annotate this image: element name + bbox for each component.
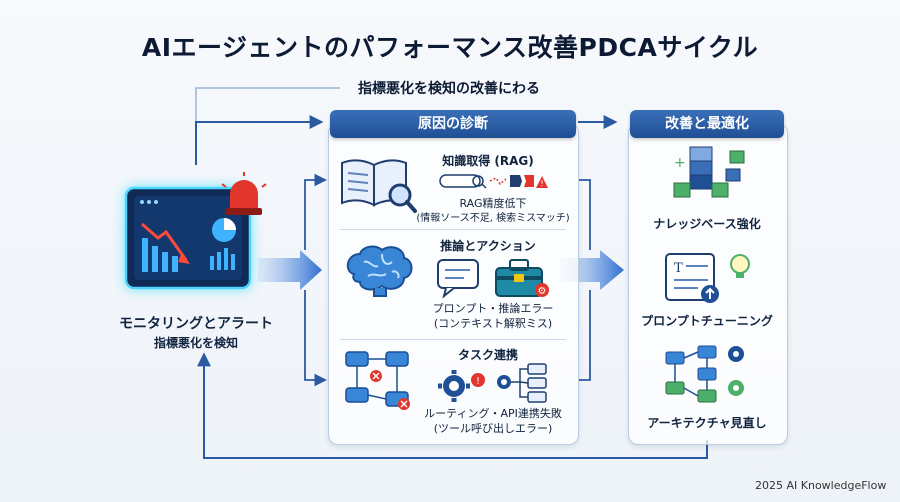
section-rag-line1: RAG精度低下	[459, 197, 527, 210]
improvement-item-1: ナレッジベース強化	[653, 217, 761, 231]
book-search-icon	[341, 159, 417, 213]
monitoring-title: モニタリングとアラート	[119, 316, 273, 332]
svg-text:!: !	[476, 376, 480, 387]
monitoring-subtitle: 指標悪化を検知	[153, 336, 238, 350]
gear-alert-icon: !	[438, 370, 485, 402]
section-task-line2: (ツール呼び出しエラー)	[433, 422, 553, 435]
section-rag-title: 知識取得 (RAG)	[442, 154, 534, 168]
branch-task	[304, 290, 328, 387]
credit-text: 2025 AI KnowledgeFlow	[755, 479, 887, 492]
section-reasoning-line2: (コンテキスト解釈ミス)	[433, 317, 553, 330]
improvement-header: 改善と最適化	[630, 110, 784, 138]
section-rag-line2: (情報ソース不足, 検索ミスマッチ)	[416, 213, 570, 224]
alarm-icon	[221, 172, 267, 215]
diagnosis-divider-2	[340, 339, 566, 340]
network-icon	[497, 363, 547, 403]
svg-text:T: T	[674, 261, 683, 276]
broken-search-icon: !	[439, 174, 548, 189]
chat-bubble-icon	[437, 259, 479, 299]
section-task-title: タスク連携	[457, 348, 518, 362]
svg-text:+: +	[674, 155, 686, 171]
big-arrow-left	[258, 250, 322, 290]
toolbox-icon: ⚙	[495, 259, 549, 297]
loop-label: 指標悪化を検知の改善にわる	[358, 81, 540, 97]
section-reasoning-title: 推論とアクション	[440, 239, 536, 253]
page-title: AIエージェントのパフォーマンス改善PDCAサイクル	[141, 33, 759, 62]
monitoring-illustration	[124, 186, 252, 290]
branch-rag	[304, 173, 328, 250]
branch-right-top	[578, 179, 591, 250]
architecture-icon	[665, 345, 744, 403]
loop-return	[197, 352, 708, 459]
section-reasoning-line1: プロンプト・推論エラー	[432, 302, 554, 315]
arrow-to-diagnosis	[195, 115, 324, 165]
branch-right-bottom	[578, 290, 591, 381]
svg-text:!: !	[540, 179, 543, 188]
diagnosis-divider-1	[340, 229, 566, 230]
svg-text:⚙: ⚙	[538, 286, 547, 297]
section-task-line1: ルーティング・API連携失敗	[424, 407, 562, 420]
prompt-document-icon: T	[665, 253, 750, 303]
diagnosis-header: 原因の診断	[330, 110, 576, 138]
improvement-item-3: アーキテクチャ見直し	[647, 416, 767, 430]
workflow-error-icon	[345, 351, 410, 410]
brain-icon	[346, 245, 413, 297]
improvement-item-2: プロンプトチューニング	[641, 314, 773, 328]
knowledge-blocks-icon: +	[673, 146, 745, 198]
loop-line-top	[195, 87, 340, 165]
